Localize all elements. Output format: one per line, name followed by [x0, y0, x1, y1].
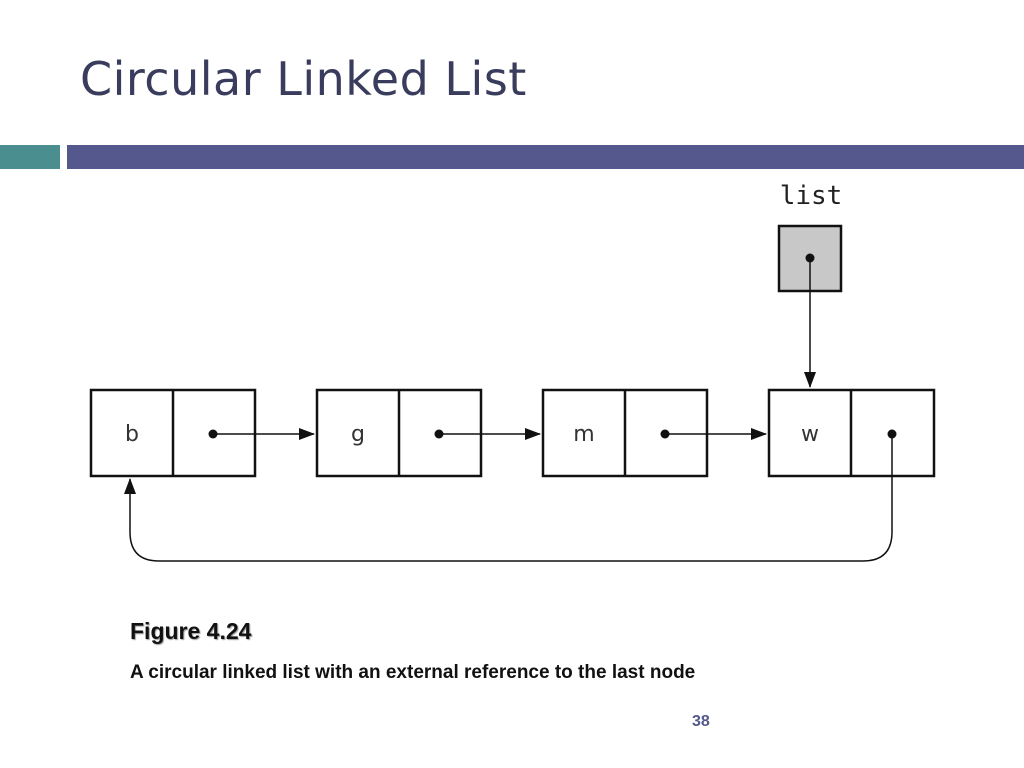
node-g-value: g	[351, 422, 365, 447]
figure-caption: A circular linked list with an external …	[130, 662, 696, 683]
list-reference-label: list	[780, 181, 843, 211]
page-number: 38	[692, 713, 710, 730]
slide-title: Circular Linked List	[80, 52, 527, 106]
header-accent-bar-teal	[0, 145, 60, 169]
figure-label: Figure 4.24	[130, 618, 252, 644]
node-m-value: m	[573, 422, 594, 447]
node-g: g	[315, 388, 483, 478]
node-b: b	[89, 388, 257, 478]
header-accent-bar-purple	[67, 145, 1024, 169]
node-m: m	[541, 388, 709, 478]
node-w: w	[767, 388, 936, 478]
node-b-value: b	[125, 422, 139, 447]
circular-arrow-w-to-b	[124, 434, 893, 562]
node-w-value: w	[801, 422, 819, 447]
